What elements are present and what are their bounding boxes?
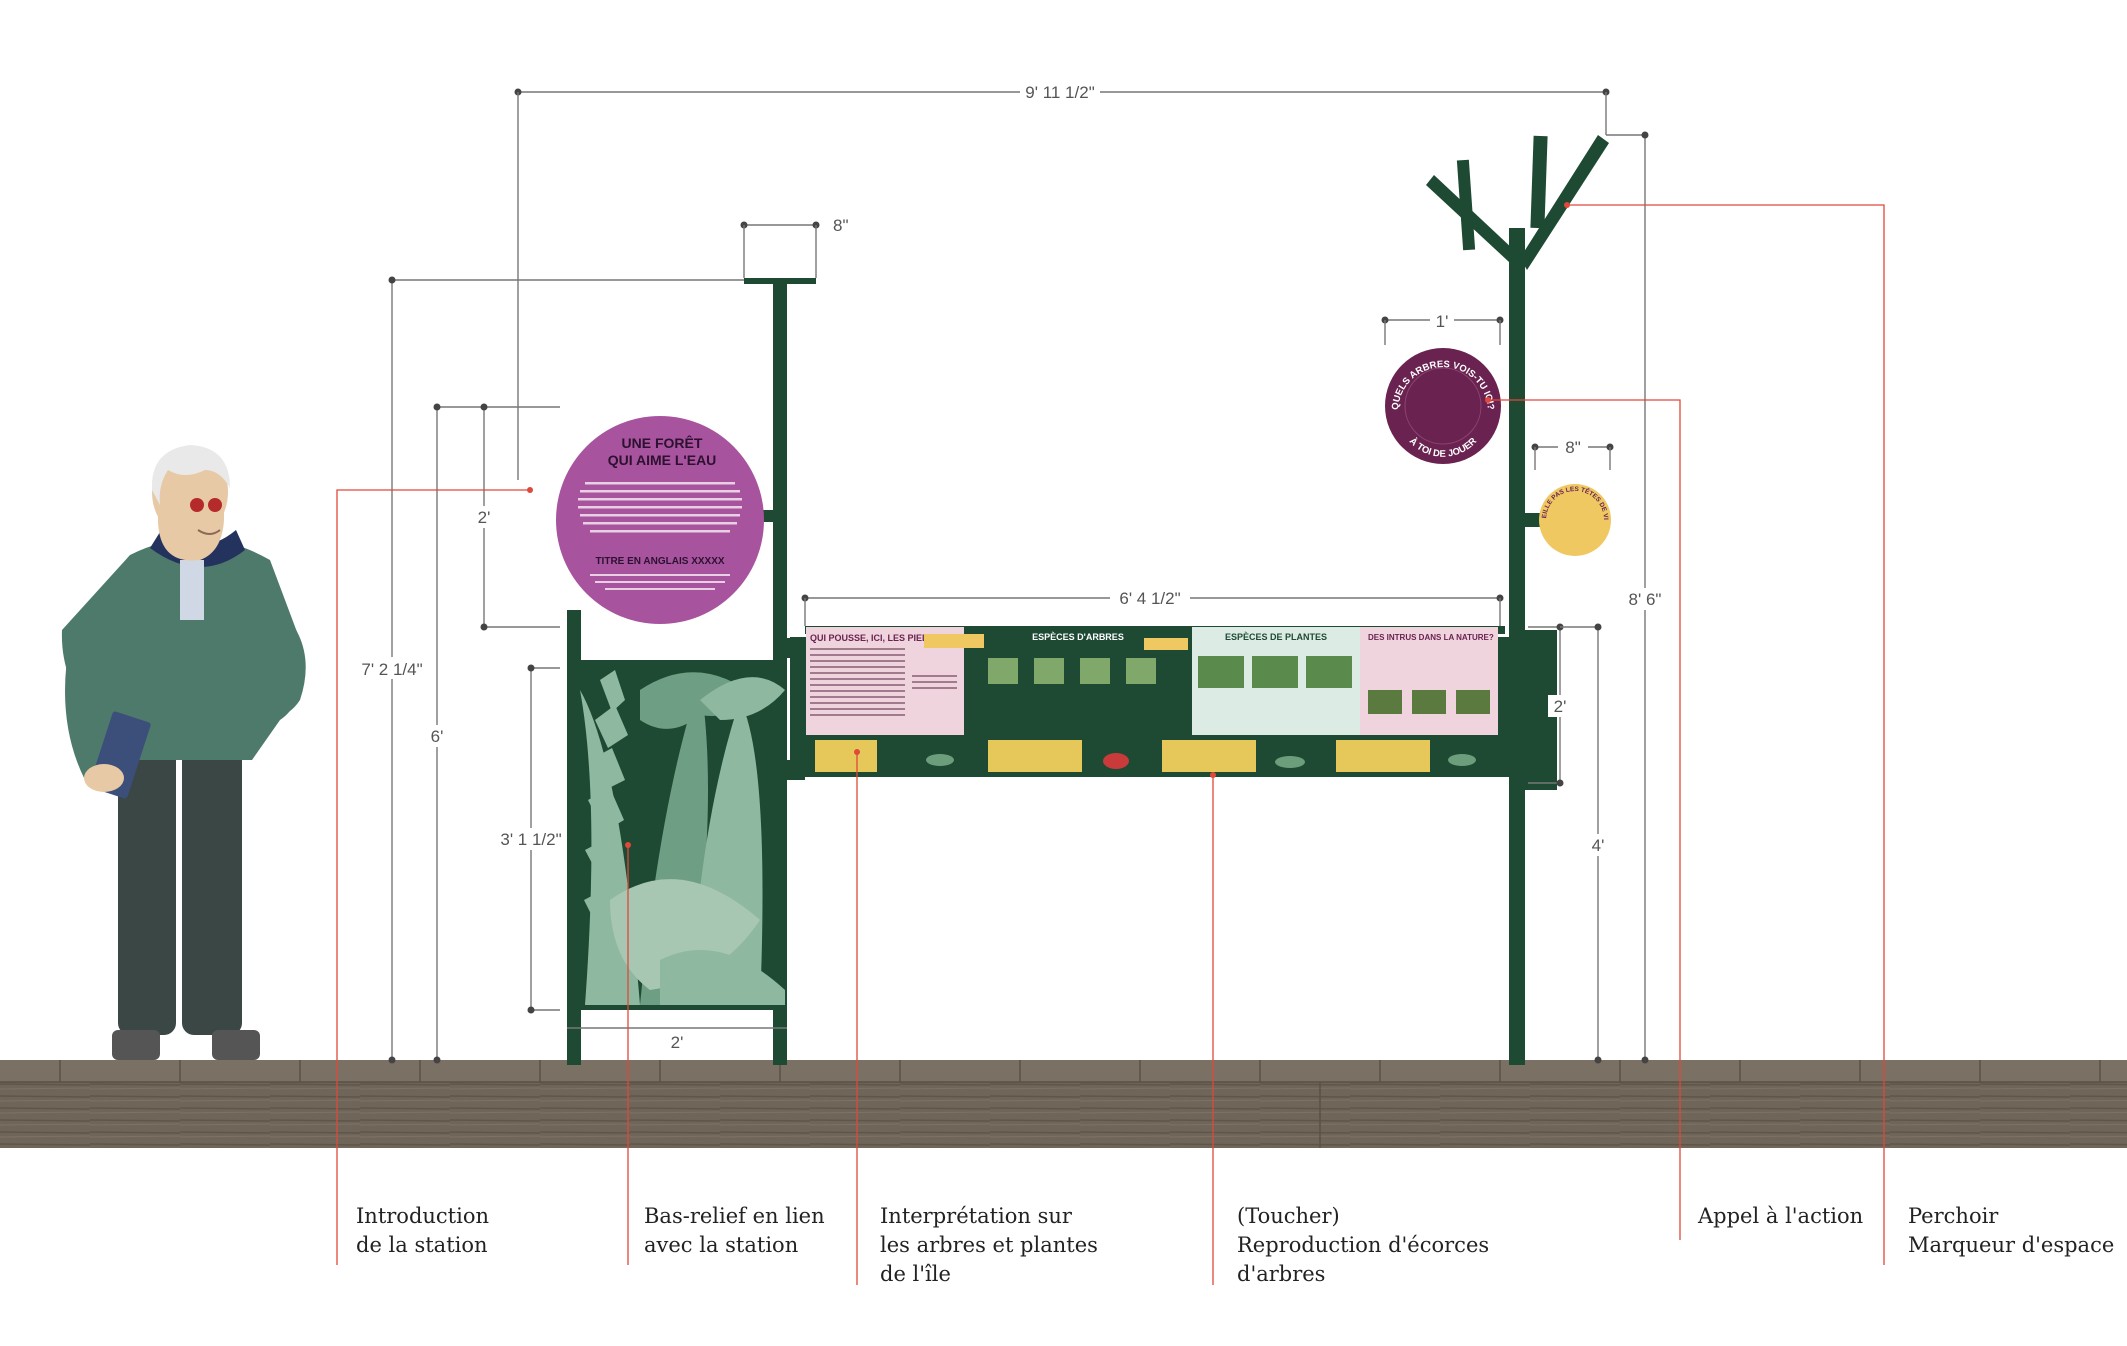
caption-bas-relief: Bas-relief en lien avec la station	[644, 1204, 825, 1257]
person-figure	[61, 445, 306, 1060]
dimension-labels: 9' 11 1/2" 8" 7' 2 1/4" 6' 2' 3' 1 1/2" …	[355, 80, 1668, 1052]
caption-perch: Perchoir Marqueur d'espace	[1908, 1204, 2115, 1257]
intro-sign-title-2: QUI AIME L'EAU	[608, 452, 717, 468]
panel-section4-title: DES INTRUS DANS LA NATURE?	[1368, 633, 1494, 642]
intro-sign-title-1: UNE FORÊT	[622, 434, 703, 451]
interpretation-panel: QUI POUSSE, ICI, LES PIEDS DANS L'EAU? E…	[790, 626, 1510, 777]
dim-intro-sign-diameter: 2'	[478, 508, 491, 527]
perch-structure	[1426, 135, 1609, 1065]
dim-perch-height: 8' 6"	[1629, 590, 1662, 609]
caption-interpretation: Interprétation sur les arbres et plantes…	[880, 1204, 1098, 1286]
dim-overall-width: 9' 11 1/2"	[1025, 83, 1094, 102]
caption-touch: (Toucher) Reproduction d'écorces d'arbre…	[1237, 1204, 1490, 1286]
boardwalk	[0, 1060, 2127, 1148]
dim-small-sign: 8"	[1565, 438, 1581, 457]
dim-intro-post-height: 7' 2 1/4"	[361, 660, 422, 679]
panel-section2-title: ESPÈCES D'ARBRES	[1032, 632, 1124, 642]
dim-call-sign: 1'	[1436, 312, 1449, 331]
svg-text:NE CUEILLE PAS LES TÊTES DE VI: NE CUEILLE PAS LES TÊTES DE VIOLON	[0, 0, 1609, 520]
bas-relief-ferns	[580, 670, 785, 1005]
small-sign-text: NE CUEILLE PAS LES TÊTES DE VIOLON	[0, 0, 1609, 520]
dim-post-top: 8"	[833, 216, 849, 235]
dim-panel-width: 6' 4 1/2"	[1119, 589, 1180, 608]
panel-section1-title: QUI POUSSE, ICI, LES PIEDS DANS L'EAU?	[810, 633, 997, 643]
leader-lines	[336, 202, 1885, 1285]
intro-sign-subtitle: TITRE EN ANGLAIS XXXXX	[595, 556, 724, 567]
caption-call-to-action: Appel à l'action	[1698, 1204, 1864, 1228]
dim-panel-height: 2'	[1554, 697, 1567, 716]
call-to-action-sign: QUELS ARBRES VOIS-TU ICI? À TOI DE JOUER	[1385, 348, 1501, 464]
caption-intro: Introduction de la station	[356, 1204, 489, 1257]
intro-sign: UNE FORÊT QUI AIME L'EAU TITRE EN ANGLAI…	[556, 416, 764, 624]
dim-bas-relief-width: 2'	[671, 1033, 684, 1052]
dim-intro-sign-top: 6'	[431, 727, 444, 746]
dim-panel-bottom: 4'	[1592, 836, 1605, 855]
dim-bas-relief-height: 3' 1 1/2"	[500, 830, 561, 849]
panel-section3-title: ESPÈCES DE PLANTES	[1225, 632, 1327, 642]
